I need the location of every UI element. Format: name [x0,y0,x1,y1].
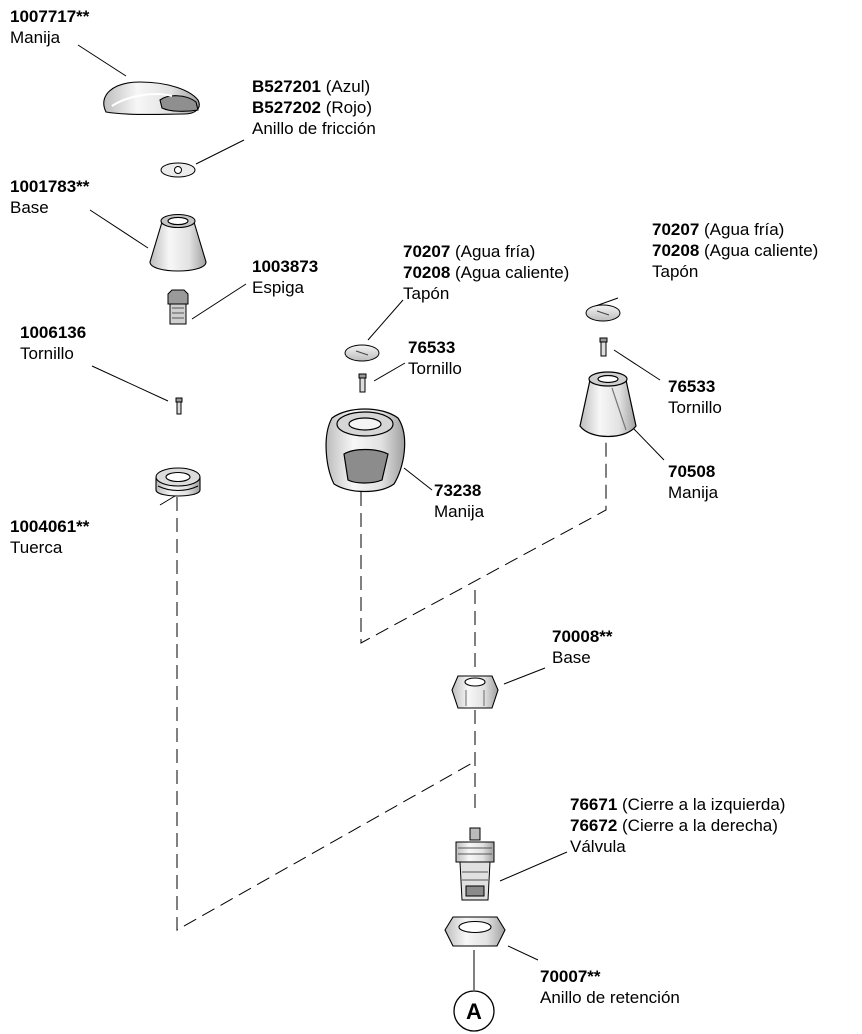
nut-icon [155,467,201,497]
label-tapon-left: 70207 (Agua fría) 70208 (Agua caliente) … [403,242,570,303]
spindle-icon [167,289,189,325]
screw-right-icon [599,337,608,357]
label-valve: 76671 (Cierre a la izquierda) 76672 (Cie… [570,795,786,856]
cap-left-icon [344,344,380,362]
label-tapon-right: 70207 (Agua fría) 70208 (Agua caliente) … [652,220,819,281]
handle-cup-icon [579,371,637,437]
base-cone-icon [149,213,207,272]
label-70008: 70008**Base [552,627,613,667]
valve-cartridge-icon [455,827,495,901]
handle-lever-icon [103,81,200,116]
friction-ring-icon [160,162,196,178]
label-1004061: 1004061**Tuerca [10,517,90,557]
screw-icon [175,397,183,415]
label-friction-ring: B527201 (Azul) B527202 (Rojo) Anillo de … [252,77,376,138]
callout-circle [453,990,495,1032]
callout-label: A [466,999,482,1024]
base-hex-icon [451,675,499,709]
screw-left-icon [358,373,367,393]
label-1001783: 1001783**Base [10,177,90,217]
cap-right-icon [585,304,621,322]
handle-knob-icon [325,408,406,493]
retaining-ring-icon [444,916,506,947]
label-1007717: 1007717**Manija [10,7,90,47]
label-70007: 70007**Anillo de retención [540,967,680,1007]
assembly-lines [176,440,607,931]
